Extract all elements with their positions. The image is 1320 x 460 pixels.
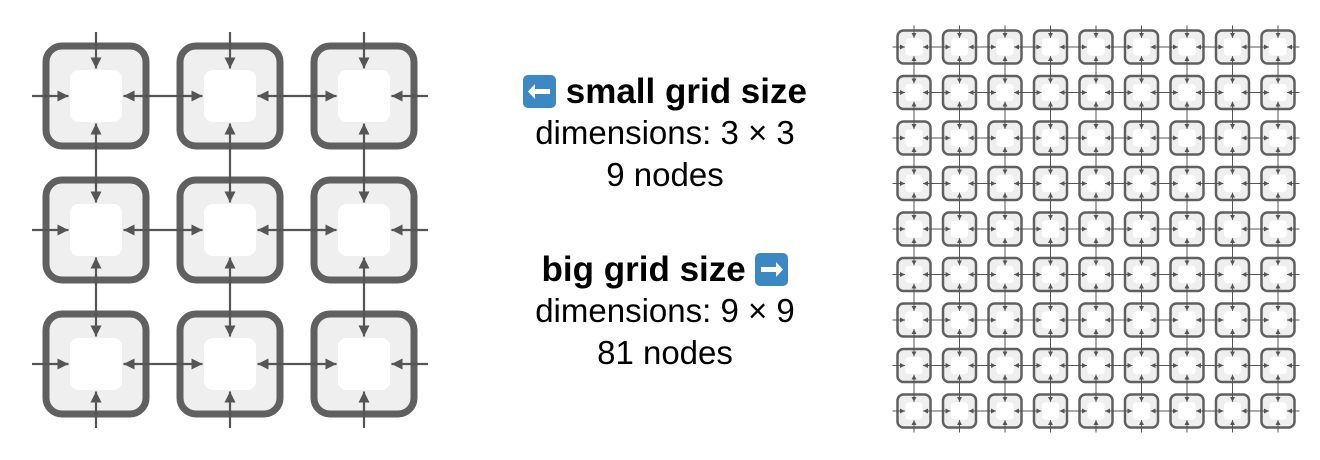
grid-node: [1078, 211, 1114, 247]
left-arrow-icon: [523, 75, 557, 108]
small-grid-title-row: small grid size: [470, 72, 860, 112]
small-grid-title: small grid size: [565, 72, 807, 111]
small-grid-caption: small grid size dimensions: 3 × 3 9 node…: [470, 72, 860, 196]
big-grid-caption: big grid size dimensions: 9 × 9 81 nodes: [470, 250, 860, 374]
small-grid-diagram: [32, 32, 428, 428]
small-grid-node-count: 9 nodes: [606, 156, 724, 193]
right-arrow-icon: [755, 253, 789, 286]
grid-node: [896, 165, 932, 202]
small-grid-dimensions: dimensions: 3 × 3: [535, 114, 795, 151]
grid-node: [987, 165, 1023, 202]
big-grid-title: big grid size: [541, 250, 746, 289]
big-grid-title-row: big grid size: [470, 250, 860, 290]
big-grid-dimensions: dimensions: 9 × 9: [535, 292, 795, 329]
big-grid-diagram: [892, 25, 1300, 433]
big-grid-node-count: 81 nodes: [597, 334, 733, 371]
